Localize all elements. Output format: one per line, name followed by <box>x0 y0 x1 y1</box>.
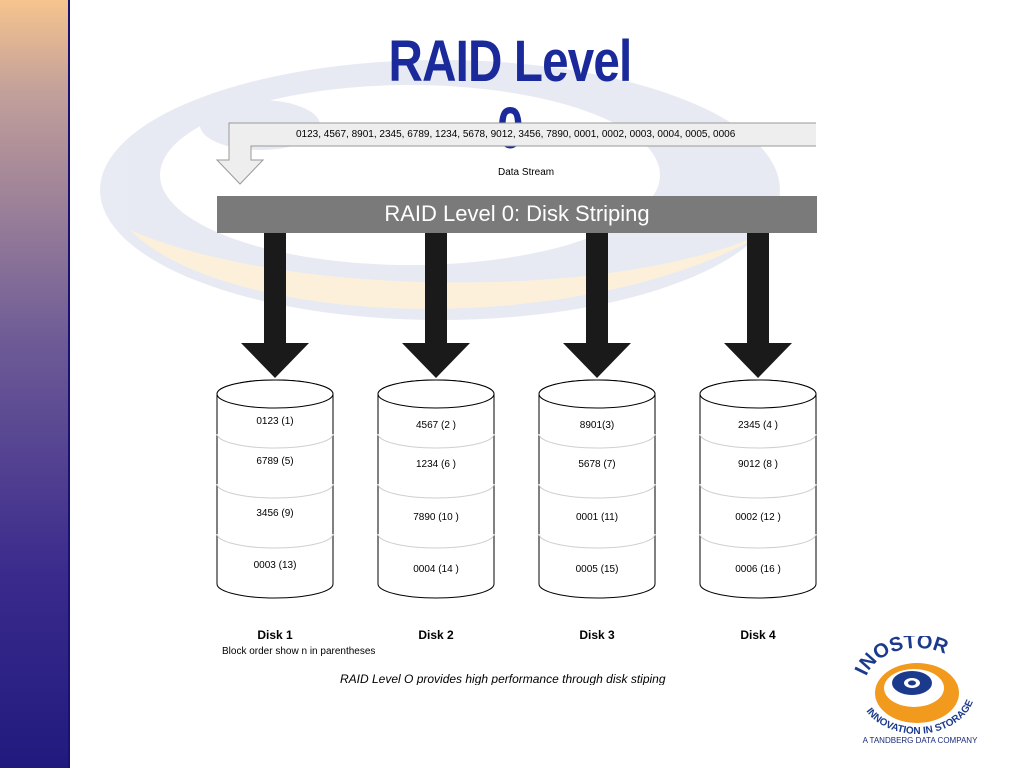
data-stream-arrow <box>215 122 816 185</box>
disk-top <box>538 379 656 409</box>
disk-segment-divider <box>377 533 495 549</box>
disk-block-label: 3456 (9) <box>256 508 294 519</box>
disk-block-label: 2345 (4 ) <box>737 420 779 431</box>
disk-name: Disk 2 <box>418 628 454 642</box>
disk-name: Disk 3 <box>579 628 615 642</box>
down-arrow <box>241 233 309 378</box>
disk-name: Disk 4 <box>740 628 776 642</box>
disk-block-label: 0004 (14 ) <box>413 564 459 575</box>
disk-segment-divider <box>216 533 334 549</box>
disk-block-label: 5678 (7) <box>578 459 616 470</box>
disk-block-label: 4567 (2 ) <box>415 420 457 431</box>
logo-subtext: A TANDBERG DATA COMPANY <box>862 736 978 745</box>
down-arrow <box>402 233 470 378</box>
disk-segment-divider <box>216 483 334 499</box>
striping-band: RAID Level 0: Disk Striping <box>217 196 817 233</box>
side-gradient-bar <box>0 0 68 768</box>
disk-segment-divider <box>377 433 495 449</box>
disk-segment-divider <box>538 433 656 449</box>
disk-block-label: 9012 (8 ) <box>737 459 779 470</box>
disk-segment-divider <box>538 483 656 499</box>
disk-segment-divider <box>216 433 334 449</box>
disk-block-label: 6789 (5) <box>256 456 294 467</box>
data-stream-label: Data Stream <box>498 167 555 178</box>
side-bar-edge <box>68 0 70 768</box>
disk-segment-divider <box>377 483 495 499</box>
disk-block-label: 0123 (1) <box>256 416 294 427</box>
disk-segment-divider <box>538 533 656 549</box>
disk-segment-divider <box>699 483 817 499</box>
disk-block-label: 7890 (10 ) <box>413 512 459 523</box>
disk-block-label: 1234 (6 ) <box>415 459 457 470</box>
disk-top <box>216 379 334 409</box>
disk-block-label: 0001 (11) <box>575 512 619 523</box>
down-arrow <box>563 233 631 378</box>
block-order-note: Block order show n in parentheses <box>222 646 376 657</box>
disk-block-label: 0002 (12 ) <box>735 512 781 523</box>
inostor-logo: INOSTOR INNOVATION IN STORAGE <box>852 636 976 737</box>
disk-segment-divider <box>699 433 817 449</box>
disk-name: Disk 1 <box>257 628 293 642</box>
disk-segment-divider <box>699 533 817 549</box>
data-stream-values: 0123, 4567, 8901, 2345, 6789, 1234, 5678… <box>296 129 736 140</box>
disk-top <box>699 379 817 409</box>
disk-block-label: 8901(3) <box>579 420 615 431</box>
disk-block-label: 0006 (16 ) <box>735 564 781 575</box>
slide-caption: RAID Level O provides high performance t… <box>340 672 666 685</box>
disk-block-label: 0003 (13) <box>253 560 297 571</box>
disk-block-label: 0005 (15) <box>575 564 619 575</box>
disk-top <box>377 379 495 409</box>
down-arrow <box>724 233 792 378</box>
